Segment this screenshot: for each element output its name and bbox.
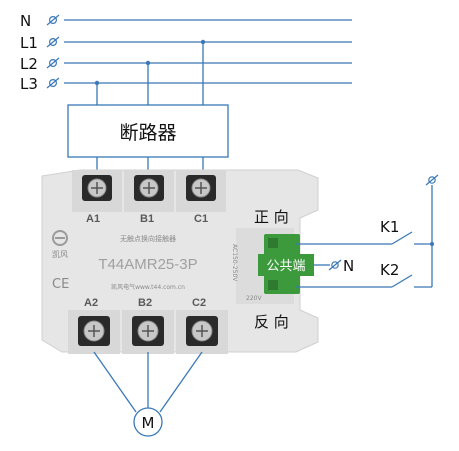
motor: M (133, 407, 163, 437)
label-a1: A1 (86, 213, 100, 225)
common-label: 公共端 (266, 259, 305, 274)
forward-label: 正 向 (254, 208, 289, 226)
breaker: 断路器 (67, 104, 229, 158)
label-b1: B1 (140, 213, 154, 225)
bus-label-l3: L3 (20, 75, 38, 93)
n-label: N (343, 257, 354, 275)
terminal-c2 (186, 316, 218, 346)
control-wiring (296, 174, 439, 288)
breaker-input-wires (96, 42, 204, 105)
label-b2: B2 (138, 297, 152, 309)
contactor-device: A1 B1 C1 凯风 无触点换向接触器 T44AMR25-3P CE 凯风电气… (41, 169, 319, 354)
motor-label: M (142, 414, 155, 432)
terminal-c1 (186, 175, 216, 201)
device-model: T44AMR25-3P (98, 256, 197, 273)
brand-logo-icon (52, 230, 68, 246)
label-c2: C2 (192, 297, 206, 309)
label-a2: A2 (84, 297, 98, 309)
bus-label-l1: L1 (20, 34, 38, 52)
voltage-nominal: 220V (246, 295, 262, 302)
terminal-b1 (134, 175, 164, 201)
breaker-label: 断路器 (119, 122, 176, 144)
bus-label-n: N (20, 12, 31, 30)
bus-lines: N L1 L2 L3 (20, 12, 352, 93)
reverse-label: 反 向 (254, 313, 289, 331)
ce-mark: CE (52, 277, 69, 292)
brand-name: 凯风 (52, 249, 68, 259)
device-subtitle: 无触点换向接触器 (120, 234, 176, 243)
bus-terminal-symbols (46, 14, 60, 89)
bus-label-l2: L2 (20, 55, 38, 73)
terminal-a1 (82, 175, 112, 201)
motor-wiring (93, 351, 203, 413)
terminal-a2 (78, 316, 110, 346)
device-website: 凯风电气www.t44.com.cn (111, 283, 185, 291)
label-c1: C1 (194, 213, 208, 225)
terminal-b2 (132, 316, 164, 346)
switch-k2-label: K2 (380, 261, 399, 279)
common-terminal: 公共端 (258, 254, 314, 276)
switch-k1-label: K1 (380, 218, 399, 236)
voltage-range: AC150-250V (231, 244, 238, 282)
